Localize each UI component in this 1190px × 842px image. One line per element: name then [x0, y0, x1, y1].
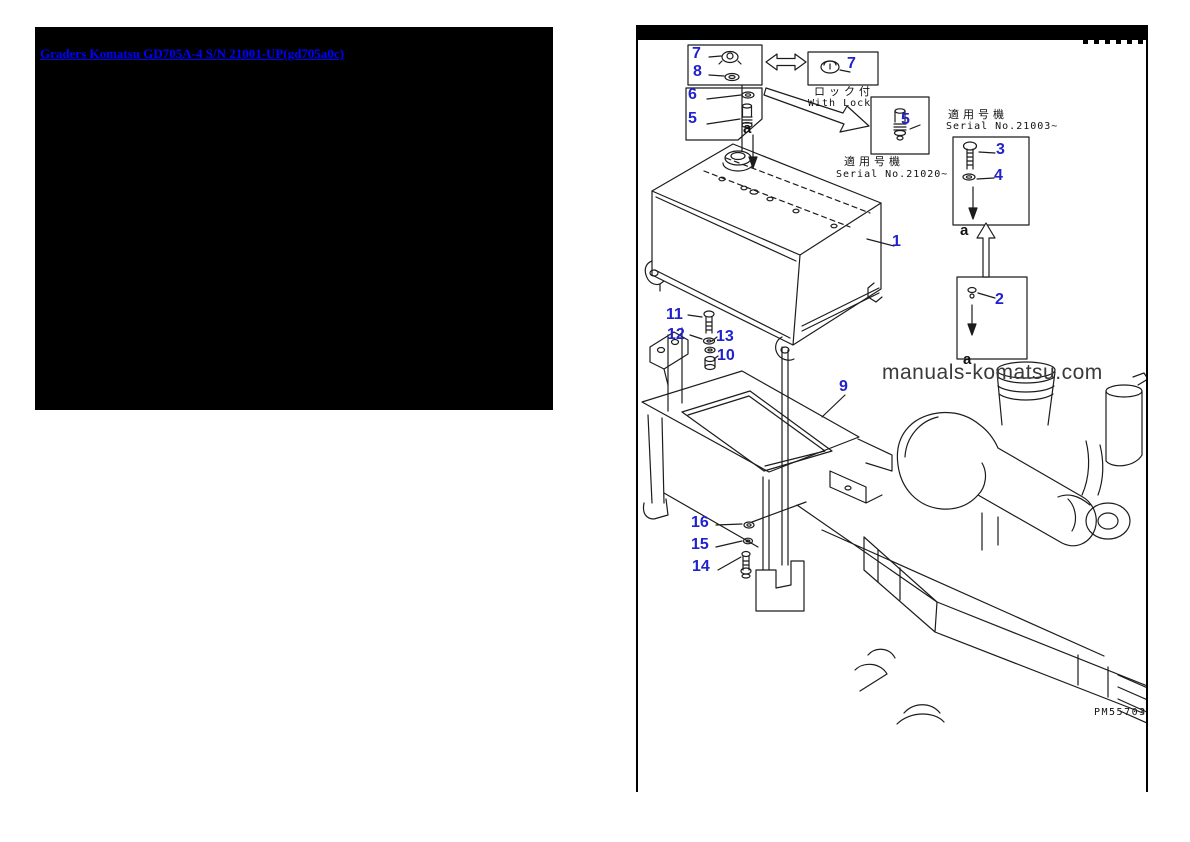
tick-mark	[1138, 40, 1143, 44]
view-letter-a-2: a	[960, 222, 969, 239]
callout-6: 6	[688, 86, 697, 103]
serial-label-jp-2: 適用号機	[948, 108, 1008, 121]
detail-boxes	[685, 44, 1030, 360]
double-arrow-icon	[765, 53, 807, 71]
up-arrow-icon	[976, 222, 996, 278]
callout-7-a: 7	[692, 45, 701, 62]
tick-mark	[1105, 40, 1110, 44]
with-lock-label-jp: ロック付	[814, 85, 874, 98]
callout-14: 14	[692, 558, 710, 575]
serial-value-2: Serial No.21003~	[946, 121, 1059, 132]
callout-9: 9	[839, 378, 848, 395]
tick-mark	[1127, 40, 1132, 44]
left-black-panel: Graders Komatsu GD705A-4 S/N 21001-UP(gd…	[35, 27, 553, 410]
callout-4: 4	[994, 167, 1003, 184]
callout-2: 2	[995, 291, 1004, 308]
callout-3: 3	[996, 141, 1005, 158]
parts-catalog-link[interactable]: Graders Komatsu GD705A-4 S/N 21001-UP(gd…	[40, 46, 345, 61]
callout-15: 15	[691, 536, 709, 553]
view-letter-a-1: a	[743, 120, 752, 137]
callout-5-b: 5	[901, 111, 910, 128]
diagram-top-bar	[636, 25, 1148, 40]
serial-label-jp-1: 適用号機	[844, 155, 904, 168]
fuel-tank-drawing	[644, 84, 895, 361]
callout-16: 16	[691, 514, 709, 531]
callout-1: 1	[892, 233, 901, 250]
callout-8: 8	[693, 63, 702, 80]
plate-number: PM55703	[1094, 707, 1147, 718]
callout-13: 13	[716, 328, 734, 345]
callout-5-a: 5	[688, 110, 697, 127]
callout-10: 10	[717, 347, 735, 364]
serial-value-1: Serial No.21020~	[836, 169, 949, 180]
callout-11: 11	[666, 306, 683, 323]
tick-mark	[1083, 40, 1088, 44]
engine-assembly-drawing	[854, 361, 1146, 725]
view-letter-a-3: a	[963, 351, 972, 368]
with-lock-label-en: With Lock	[808, 98, 872, 109]
tick-mark	[1116, 40, 1121, 44]
callout-12: 12	[667, 326, 685, 343]
long-arrow-icon	[763, 87, 870, 133]
watermark-text: manuals-komatsu.com	[882, 361, 1103, 384]
parts-diagram-panel: 7 8 7 6 5 5 3 4 2 1 9 11 12 13 10 16 15 …	[636, 25, 1148, 792]
callout-7-b: 7	[847, 55, 856, 72]
mount-frame-drawing	[641, 327, 1105, 657]
tick-mark	[1094, 40, 1099, 44]
parts-drawing	[641, 44, 1146, 725]
